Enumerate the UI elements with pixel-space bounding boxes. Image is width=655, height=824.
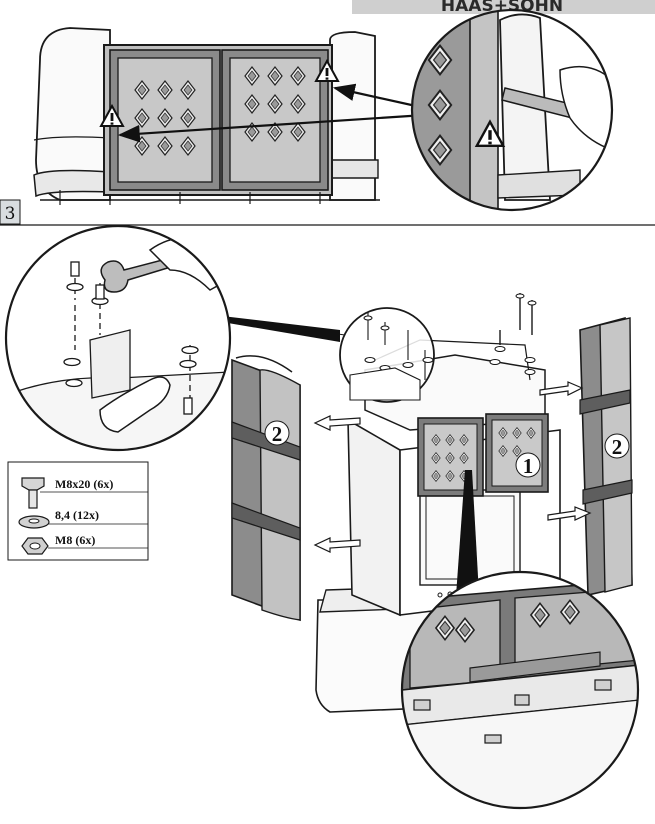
detail-circle-cutter [410,8,614,212]
nut-icon [21,537,49,555]
door-panel-part-1: 1 [417,413,549,497]
step-marker: 3 [0,199,655,226]
bolt-icon [21,477,45,509]
hand-icon [559,65,612,152]
top-stove-illustration [33,27,426,205]
arrow-icon [313,381,592,553]
callout-part-2-right: 2 [612,435,623,459]
hardware-legend: M8x20 (6x) 8,4 (12x) M8 (6x) [7,461,149,561]
detail-circle-small [339,307,435,403]
detail-circle-wrench [4,224,232,452]
legend-washer-label: 8,4 (12x) [55,508,99,522]
arrow-icon [332,83,426,110]
callout-part-1: 1 [523,454,534,478]
step-number: 3 [5,204,16,224]
detail-circle-door-joint [400,570,640,810]
side-cladding-left-part-2: 2 [231,355,301,622]
hand-icon [99,376,171,433]
washer-icon [18,515,50,529]
legend-bolt-label: M8x20 (6x) [55,477,113,491]
detail-leader [455,470,480,612]
callout-part-2-left: 2 [272,422,283,446]
side-cladding-right-part-2: 2 [579,316,633,596]
legend-nut-label: M8 (6x) [55,533,95,547]
arrow-icon [117,113,426,143]
